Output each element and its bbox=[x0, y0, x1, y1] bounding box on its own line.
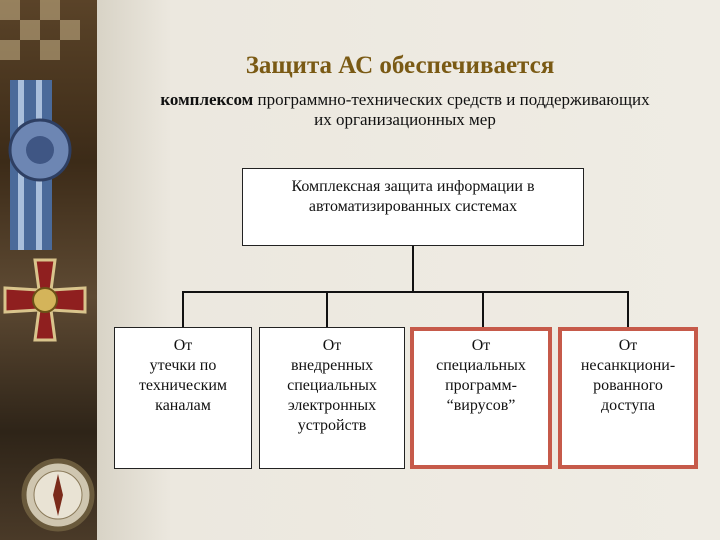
child-box-unauthorized-access: От несанкциони- рованного доступа bbox=[558, 327, 698, 469]
child-box-devices-line: электронных bbox=[287, 397, 377, 414]
root-box-text: Комплексная защита информации в автомати… bbox=[291, 178, 535, 215]
child-box-viruses-line: “вирусов” bbox=[446, 397, 516, 414]
child-box-access-line: От bbox=[618, 337, 638, 354]
root-box: Комплексная защита информации в автомати… bbox=[242, 168, 584, 246]
child-box-leakage-line: От bbox=[173, 337, 193, 354]
connector-root-down bbox=[412, 246, 414, 292]
child-box-devices: От внедренных специальных электронных ус… bbox=[259, 327, 405, 469]
slide-subtitle: комплексом программно-технических средст… bbox=[110, 90, 700, 130]
connector-child-3 bbox=[482, 291, 484, 327]
subtitle-line1-rest: программно-технических средств и поддерж… bbox=[253, 90, 650, 109]
connector-horizontal bbox=[182, 291, 629, 293]
child-box-devices-line: специальных bbox=[287, 377, 377, 394]
child-box-leakage-line: утечки по bbox=[149, 357, 217, 374]
child-box-devices-line: устройств bbox=[297, 417, 367, 434]
subtitle-bold-word: комплексом bbox=[160, 90, 254, 109]
child-box-leakage-line: техническим bbox=[138, 377, 228, 394]
child-box-leakage: От утечки по техническим каналам bbox=[114, 327, 252, 469]
child-box-viruses-line: специальных bbox=[436, 357, 526, 374]
child-box-access-line: доступа bbox=[600, 397, 656, 414]
subtitle-line2: их организационных мер bbox=[314, 110, 496, 129]
child-box-leakage-line: каналам bbox=[155, 397, 211, 414]
connector-child-2 bbox=[326, 291, 328, 327]
child-box-access-line: рованного bbox=[593, 377, 663, 394]
child-box-viruses-line: программ- bbox=[445, 377, 517, 394]
connector-child-4 bbox=[627, 291, 629, 327]
child-box-access-line: несанкциони- bbox=[580, 357, 676, 374]
child-box-viruses: От специальных программ- “вирусов” bbox=[410, 327, 552, 469]
decorative-medals-image bbox=[0, 0, 97, 540]
connector-child-1 bbox=[182, 291, 184, 327]
child-box-viruses-line: От bbox=[471, 337, 491, 354]
child-box-devices-line: внедренных bbox=[290, 357, 374, 374]
child-box-devices-line: От bbox=[322, 337, 342, 354]
slide-title: Защита АС обеспечивается bbox=[245, 52, 555, 79]
